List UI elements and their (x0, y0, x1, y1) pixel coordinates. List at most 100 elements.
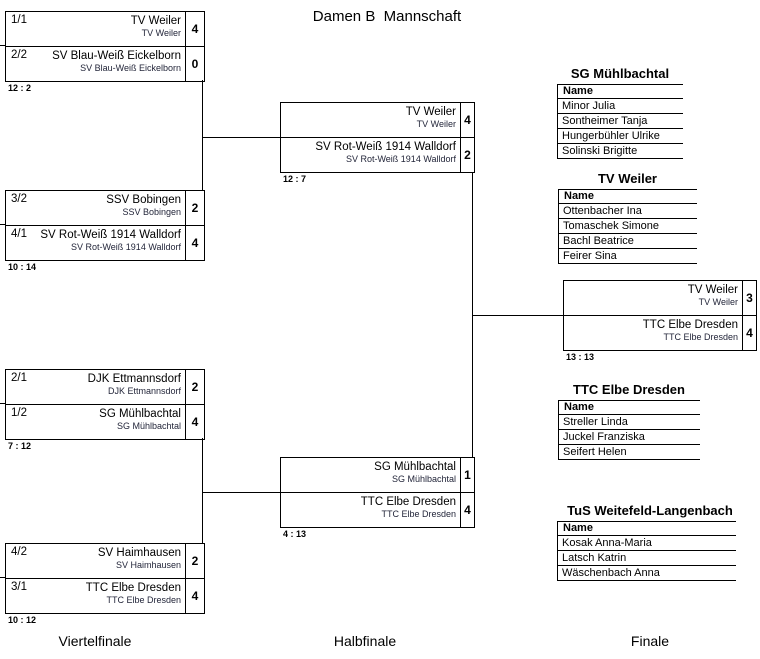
team-row: 4/1 SV Rot-Weiß 1914 Walldorf SV Rot-Wei… (6, 225, 204, 260)
semifinal-match-1: TV Weiler TV Weiler 4 SV Rot-Weiß 1914 W… (280, 102, 475, 184)
bracket-connector (0, 45, 6, 46)
bracket-connector (202, 80, 203, 190)
team-name: SV Haimhausen (97, 547, 181, 559)
team-score: 4 (742, 316, 756, 350)
team-seed: 2/2 (11, 49, 27, 61)
team-name: TTC Elbe Dresden (642, 319, 738, 331)
roster-header: Name (558, 521, 736, 536)
roster-player: Solinski Brigitte (558, 144, 683, 159)
team-score: 2 (460, 138, 474, 172)
semifinal-match-2: SG Mühlbachtal SG Mühlbachtal 1 TTC Elbe… (280, 457, 475, 539)
team-row: 4/2 SV Haimhausen SV Haimhausen 2 (6, 544, 204, 578)
team-seed: 3/2 (11, 193, 27, 205)
quarterfinal-match-4: 4/2 SV Haimhausen SV Haimhausen 2 3/1 TT… (5, 543, 205, 625)
team-name: SG Mühlbachtal (374, 461, 456, 473)
roster-player: Kosak Anna-Maria (558, 536, 736, 551)
team-score: 4 (185, 226, 204, 260)
bracket-connector (0, 224, 6, 225)
team-score: 0 (185, 47, 204, 81)
round-label-final: Finale (630, 633, 670, 649)
bracket-connector (0, 403, 6, 404)
team-club: TTC Elbe Dresden (106, 595, 181, 605)
team-row: TTC Elbe Dresden TTC Elbe Dresden 4 (564, 315, 756, 350)
bracket-connector (202, 492, 280, 493)
team-score: 4 (185, 579, 204, 613)
team-club: TV Weiler (698, 297, 738, 307)
match-result: 12 : 7 (283, 174, 307, 184)
quarterfinal-match-1: 1/1 TV Weiler TV Weiler 4 2/2 SV Blau-We… (5, 11, 205, 93)
team-club: TTC Elbe Dresden (381, 509, 456, 519)
team-score: 4 (185, 12, 204, 46)
team-seed: 4/2 (11, 546, 27, 558)
team-row: 1/2 SG Mühlbachtal SG Mühlbachtal 4 (6, 404, 204, 439)
team-seed: 1/2 (11, 407, 27, 419)
bracket-connector (0, 577, 6, 578)
team-club: SV Rot-Weiß 1914 Walldorf (70, 242, 181, 252)
quarterfinal-match-2: 3/2 SSV Bobingen SSV Bobingen 2 4/1 SV R… (5, 190, 205, 272)
team-club: TTC Elbe Dresden (663, 332, 738, 342)
team-row: TV Weiler TV Weiler 4 (281, 103, 474, 137)
match-result: 4 : 13 (283, 529, 307, 539)
roster-player: Streller Linda (559, 415, 700, 430)
bracket-connector (202, 438, 203, 543)
team-row: 1/1 TV Weiler TV Weiler 4 (6, 12, 204, 46)
page-title: Damen B Mannschaft (312, 8, 462, 25)
roster-player: Sontheimer Tanja (558, 114, 683, 129)
team-club: SSV Bobingen (122, 207, 181, 217)
roster-tus-weitefeld-langenbach: TuS Weitefeld-Langenbach Name Kosak Anna… (557, 503, 743, 581)
team-row: SV Rot-Weiß 1914 Walldorf SV Rot-Weiß 19… (281, 137, 474, 172)
team-name: TV Weiler (687, 284, 738, 296)
team-seed: 2/1 (11, 372, 27, 384)
team-score: 4 (460, 493, 474, 527)
team-name: TV Weiler (130, 15, 181, 27)
team-club: TV Weiler (141, 28, 181, 38)
team-name: SV Rot-Weiß 1914 Walldorf (40, 229, 181, 241)
bracket-connector (202, 137, 280, 138)
team-club: TV Weiler (416, 119, 456, 129)
match-result: 7 : 12 (8, 441, 32, 451)
roster-player: Wäschenbach Anna (558, 566, 736, 581)
team-score: 2 (185, 191, 204, 225)
roster-table: Name Minor Julia Sontheimer Tanja Hunger… (557, 84, 683, 159)
team-row: 3/2 SSV Bobingen SSV Bobingen 2 (6, 191, 204, 225)
match-result: 13 : 13 (566, 352, 595, 362)
roster-player: Juckel Franziska (559, 430, 700, 445)
team-row: TV Weiler TV Weiler 3 (564, 281, 756, 315)
team-name: TV Weiler (405, 106, 456, 118)
bracket-connector (472, 172, 473, 457)
roster-table: Name Kosak Anna-Maria Latsch Katrin Wäsc… (557, 521, 736, 581)
round-label-semifinal: Halbfinale (333, 633, 397, 649)
team-club: SV Haimhausen (115, 560, 181, 570)
round-label-quarterfinal: Viertelfinale (58, 633, 132, 649)
team-name: SV Rot-Weiß 1914 Walldorf (315, 141, 456, 153)
roster-ttc-elbe-dresden: TTC Elbe Dresden Name Streller Linda Juc… (558, 382, 700, 460)
roster-table: Name Ottenbacher Ina Tomaschek Simone Ba… (558, 189, 697, 264)
team-club: SG Mühlbachtal (116, 421, 181, 431)
roster-player: Tomaschek Simone (559, 219, 697, 234)
roster-player: Ottenbacher Ina (559, 204, 697, 219)
team-seed: 1/1 (11, 14, 27, 26)
roster-header: Name (558, 84, 683, 99)
team-name: TTC Elbe Dresden (85, 582, 181, 594)
roster-player: Minor Julia (558, 99, 683, 114)
team-name: SV Blau-Weiß Eickelborn (52, 50, 181, 62)
final-match: TV Weiler TV Weiler 3 TTC Elbe Dresden T… (563, 280, 757, 362)
team-club: SG Mühlbachtal (391, 474, 456, 484)
quarterfinal-match-3: 2/1 DJK Ettmannsdorf DJK Ettmannsdorf 2 … (5, 369, 205, 451)
team-score: 4 (185, 405, 204, 439)
team-seed: 3/1 (11, 581, 27, 593)
roster-player: Latsch Katrin (558, 551, 736, 566)
roster-header: Name (559, 400, 700, 415)
team-row: 2/2 SV Blau-Weiß Eickelborn SV Blau-Weiß… (6, 46, 204, 81)
team-seed: 4/1 (11, 228, 27, 240)
roster-table: Name Streller Linda Juckel Franziska Sei… (558, 400, 700, 460)
roster-player: Hungerbühler Ulrike (558, 129, 683, 144)
match-result: 10 : 14 (8, 262, 37, 272)
roster-sg-muehlbachtal: SG Mühlbachtal Name Minor Julia Sontheim… (557, 66, 683, 159)
team-club: DJK Ettmannsdorf (107, 386, 181, 396)
team-row: TTC Elbe Dresden TTC Elbe Dresden 4 (281, 492, 474, 527)
team-score: 3 (742, 281, 756, 315)
roster-player: Feirer Sina (559, 249, 697, 264)
roster-title: TV Weiler (597, 171, 657, 186)
roster-title: TTC Elbe Dresden (573, 382, 685, 397)
